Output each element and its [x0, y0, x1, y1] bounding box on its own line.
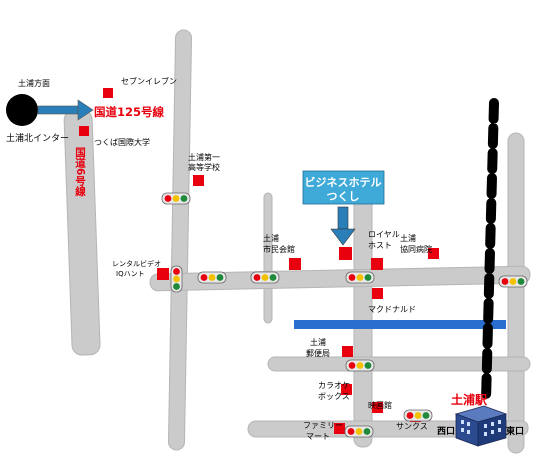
traffic-light-icon — [197, 271, 227, 284]
marker-royal-host — [371, 258, 383, 270]
marker-hotel — [339, 247, 352, 260]
tsuchiura-direction-label: 土浦方面 — [18, 78, 50, 88]
tsuchiura-hs-label-2: 高等学校 — [188, 162, 220, 172]
marker-family-mart — [334, 423, 345, 434]
traffic-light-icon — [498, 275, 528, 288]
theater-label: 映画館 — [368, 400, 392, 410]
marker-theater — [372, 402, 383, 413]
marker-civic-hall — [289, 258, 301, 270]
post-office-label-1: 土浦 — [310, 337, 326, 347]
mcdonalds-label: マクドナルド — [368, 305, 416, 314]
marker-seven-eleven — [103, 88, 113, 98]
hotel-name-box — [302, 170, 385, 205]
royal-host-label-1: ロイヤル — [368, 230, 400, 239]
hotel-callout: ビジネスホテル つくし — [302, 170, 385, 246]
road-post-office-horizontal — [267, 356, 531, 372]
road-left-vertical — [167, 29, 193, 451]
right-arrow-icon — [37, 99, 94, 121]
royal-host-label-2: ホスト — [368, 241, 392, 250]
hotel-name-line1: ビジネスホテル — [305, 175, 382, 189]
landmark-markers — [79, 88, 439, 434]
tsuchiura-hs-label-1: 土浦第一 — [188, 152, 220, 162]
west-exit-label: 西口 — [437, 426, 455, 437]
road-main-horizontal — [149, 265, 531, 292]
black-circle-icon — [6, 94, 38, 126]
kyodo-hospital-label-1: 土浦 — [400, 233, 416, 243]
marker-tsukuba-univ — [79, 126, 89, 136]
sunkus-label: サンクス — [396, 422, 428, 431]
traffic-signals — [161, 192, 528, 438]
traffic-light-icon — [403, 409, 433, 422]
railway-line — [481, 98, 499, 405]
seven-eleven-label: セブンイレブン — [121, 76, 177, 86]
marker-kyodo-hospital — [428, 248, 439, 259]
river — [294, 320, 506, 329]
marker-post-office — [342, 346, 353, 357]
post-office-label-2: 郵便局 — [306, 348, 330, 358]
east-exit-label: 東口 — [506, 425, 524, 437]
rental-video-label-2: IQハント — [116, 270, 145, 278]
kyodo-hospital-label-2: 協同病院 — [400, 244, 432, 254]
karaoke-label-2: ボックス — [318, 392, 350, 401]
traffic-light-icon — [250, 271, 280, 284]
marker-mcdonalds — [372, 288, 383, 299]
down-arrow-icon — [330, 206, 356, 246]
traffic-light-icon — [344, 425, 374, 438]
marker-tsuchiura-hs — [193, 175, 204, 186]
traffic-light-icon — [345, 359, 375, 372]
rental-video-label-1: レンタルビデオ — [112, 259, 161, 268]
traffic-light-icon — [161, 192, 191, 205]
hotel-name-line2: つくし — [327, 190, 360, 203]
traffic-light-icon — [345, 271, 375, 284]
civic-hall-label-1: 土浦 — [263, 233, 279, 243]
route6-label: 国道6号線 — [74, 147, 86, 197]
family-mart-label-1: ファミリー — [303, 421, 343, 430]
station-label: 土浦駅 — [451, 392, 488, 407]
family-mart-label-2: マート — [306, 432, 330, 441]
traffic-light-icon — [170, 265, 183, 293]
road-thin-vertical — [263, 192, 273, 324]
civic-hall-label-2: 市民会館 — [263, 244, 295, 254]
route125-label: 国道125号線 — [94, 105, 165, 119]
karaoke-label-1: カラオケ — [318, 381, 350, 390]
road-network — [63, 29, 531, 454]
marker-rental-video — [157, 268, 169, 280]
marker-karaoke — [341, 384, 352, 395]
interchange-label: 土浦北インター — [6, 132, 69, 144]
road-right-vertical — [507, 132, 525, 454]
station-building-icon — [454, 405, 508, 447]
tsukuba-univ-label: つくば国際大学 — [94, 137, 150, 147]
